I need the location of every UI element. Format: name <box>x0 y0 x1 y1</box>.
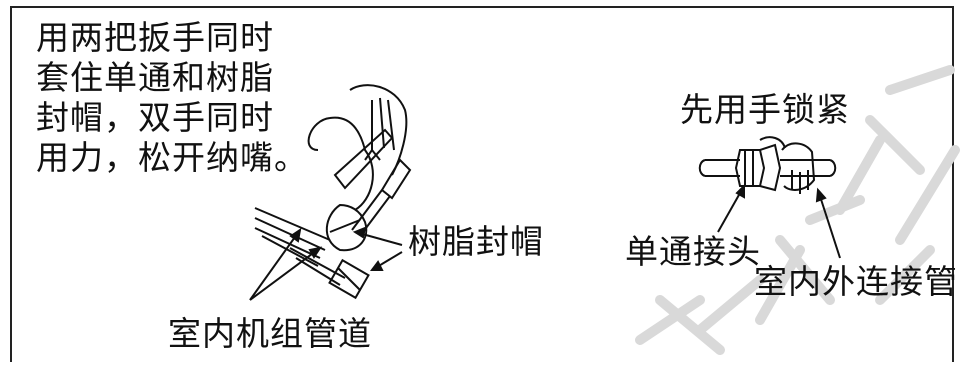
left-instruction-text: 用两把扳手同时 套住单通和树脂 封帽，双手同时 用力，松开纳嘴。 <box>36 18 308 178</box>
instruction-line-1: 用两把扳手同时 <box>36 18 274 57</box>
connecting-pipe-label: 室内外连接管 <box>754 262 958 301</box>
resin-cap-label: 树脂封帽 <box>408 222 544 261</box>
watermark-strokes <box>635 65 960 355</box>
connecting-pipe-arrow <box>815 187 841 259</box>
union-joint-arrow <box>717 183 745 233</box>
resin-cap-arrows <box>352 226 403 271</box>
indoor-pipes-illustration <box>254 207 370 300</box>
instruction-line-3: 封帽，双手同时 <box>36 98 274 137</box>
union-joint-illustration <box>698 136 837 194</box>
union-joint-label: 单通接头 <box>625 232 761 271</box>
indoor-pipe-arrows <box>249 227 323 301</box>
wrench-hands-illustration <box>307 84 412 252</box>
lock-first-label: 先用手锁紧 <box>680 90 850 129</box>
indoor-pipe-label: 室内机组管道 <box>168 314 372 353</box>
figure-frame <box>10 6 954 362</box>
instruction-line-4: 用力，松开纳嘴。 <box>36 138 308 177</box>
instruction-line-2: 套住单通和树脂 <box>36 58 274 97</box>
